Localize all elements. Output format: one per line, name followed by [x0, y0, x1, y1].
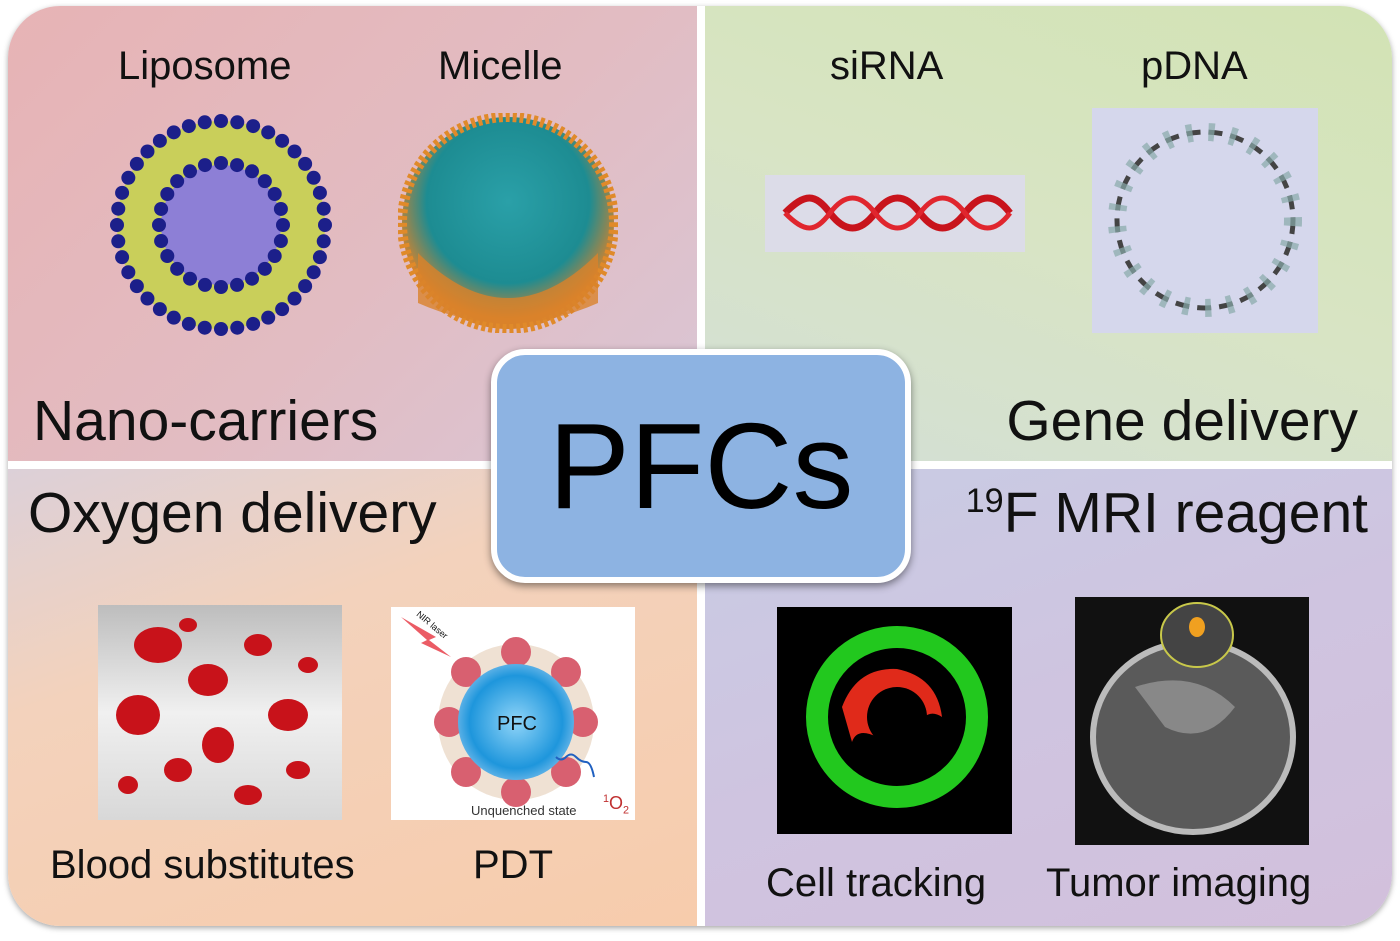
lipid-head-bead — [287, 291, 302, 306]
lipid-head-bead — [312, 185, 327, 200]
lipid-head-bead — [257, 261, 272, 276]
lipid-head-bead — [166, 310, 181, 325]
lipid-head-bead — [287, 144, 302, 159]
tumor-imaging-image — [1075, 597, 1309, 845]
gene-delivery-title: Gene delivery — [1006, 389, 1358, 453]
lipid-head-bead — [316, 201, 331, 216]
lipid-head-bead — [312, 250, 327, 265]
lipid-head-bead — [183, 271, 197, 286]
blood-cells-image — [98, 605, 342, 820]
lipid-head-bead — [267, 187, 282, 201]
oxygen-delivery-title: Oxygen delivery — [28, 481, 437, 545]
lipid-head-bead — [129, 156, 144, 171]
lipid-head-bead — [121, 170, 136, 185]
lipid-head-bead — [140, 291, 155, 306]
pdna-illustration — [1092, 108, 1318, 333]
lipid-head-bead — [197, 115, 212, 130]
lipid-head-bead — [181, 316, 196, 331]
lipid-head-bead — [214, 322, 228, 336]
lipid-head-bead — [160, 249, 175, 263]
lipid-head-bead — [245, 164, 259, 179]
liposome-label: Liposome — [118, 44, 292, 88]
lipid-head-bead — [230, 320, 245, 335]
lipid-head-bead — [275, 302, 290, 317]
lipid-head-bead — [214, 156, 228, 170]
lipid-head-bead — [110, 218, 124, 232]
liposome-illustration — [110, 114, 332, 336]
lipid-head-bead — [273, 201, 288, 216]
lipid-head-bead — [197, 158, 212, 173]
lipid-head-bead — [214, 114, 228, 128]
lipid-head-bead — [230, 277, 245, 292]
micelle-label: Micelle — [438, 44, 563, 88]
lipid-head-bead — [267, 249, 282, 263]
lipid-head-bead — [197, 320, 212, 335]
pfc-core-label: PFC — [497, 713, 537, 735]
lipid-head-bead — [298, 279, 313, 294]
lipid-head-bead — [152, 218, 166, 232]
lipid-head-bead — [306, 170, 321, 185]
lipid-head-bead — [246, 119, 261, 134]
pfcs-center-box: PFCs — [491, 349, 911, 583]
lipid-head-bead — [316, 234, 331, 249]
sirna-illustration — [765, 175, 1025, 252]
unquenched-state-label: Unquenched state — [471, 803, 577, 818]
lipid-head-bead — [246, 316, 261, 331]
lipid-head-bead — [257, 174, 272, 189]
lipid-head-bead — [170, 174, 185, 189]
lipid-head-bead — [154, 234, 169, 249]
pdna-label: pDNA — [1141, 44, 1248, 88]
lipid-head-bead — [261, 310, 276, 325]
mri-reagent-title: 19F MRI reagent — [965, 481, 1368, 545]
blood-substitutes-label: Blood substitutes — [50, 843, 355, 887]
lipid-head-bead — [230, 158, 245, 173]
lipid-head-bead — [152, 302, 167, 317]
lipid-head-bead — [115, 250, 130, 265]
lipid-head-bead — [181, 119, 196, 134]
lipid-head-bead — [214, 280, 228, 294]
lipid-head-bead — [111, 234, 126, 249]
micelle-illustration — [398, 113, 618, 333]
lipid-head-bead — [160, 187, 175, 201]
lipid-head-bead — [140, 144, 155, 159]
lipid-head-bead — [166, 125, 181, 140]
cell-tracking-image — [777, 607, 1012, 834]
nano-carriers-title: Nano-carriers — [33, 389, 379, 453]
lipid-head-bead — [230, 115, 245, 130]
lipid-head-bead — [275, 133, 290, 148]
pdt-label: PDT — [473, 843, 553, 887]
singlet-oxygen-label: 1O2 — [603, 793, 630, 817]
lipid-head-bead — [152, 133, 167, 148]
lipid-head-bead — [154, 201, 169, 216]
lipid-head-bead — [170, 261, 185, 276]
lipid-head-bead — [276, 218, 290, 232]
lipid-head-bead — [306, 265, 321, 280]
lipid-head-bead — [318, 218, 332, 232]
lipid-head-bead — [115, 185, 130, 200]
lipid-head-bead — [197, 277, 212, 292]
lipid-head-bead — [129, 279, 144, 294]
lipid-head-bead — [273, 234, 288, 249]
sirna-label: siRNA — [830, 44, 944, 88]
lipid-head-bead — [298, 156, 313, 171]
lipid-head-bead — [111, 201, 126, 216]
lipid-head-bead — [121, 265, 136, 280]
lipid-head-bead — [245, 271, 259, 286]
pdt-illustration: NIR laser PFC Unquenched state 1O2 — [391, 607, 635, 820]
lipid-head-bead — [261, 125, 276, 140]
pfcs-label: PFCs — [548, 398, 854, 534]
cell-tracking-label: Cell tracking — [766, 861, 987, 905]
lipid-head-bead — [183, 164, 197, 179]
tumor-imaging-label: Tumor imaging — [1046, 861, 1312, 905]
